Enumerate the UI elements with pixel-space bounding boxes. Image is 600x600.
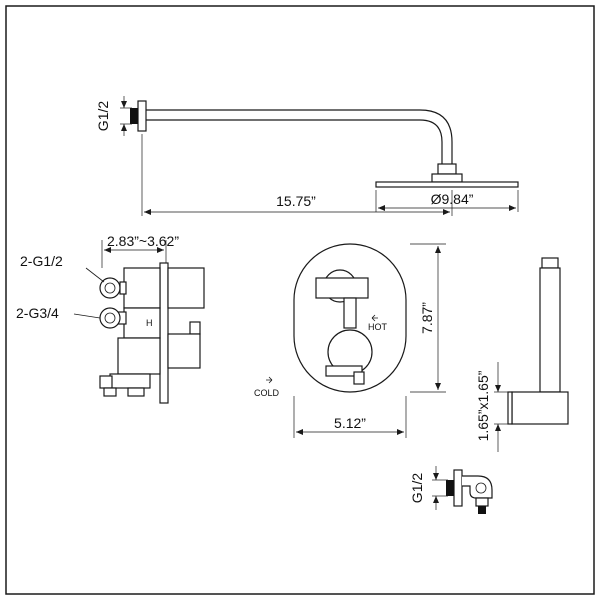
diverter-handle [315, 277, 369, 299]
wall-plate-side [159, 262, 169, 404]
handheld-body [539, 267, 561, 393]
shower-arm-outer [146, 109, 453, 165]
label-hot: HOT [368, 322, 388, 332]
wall-outlet: G1/2 [409, 466, 493, 514]
port-lower-icon [99, 307, 121, 329]
shower-head [375, 181, 519, 188]
wall-flange [137, 100, 147, 132]
dim-plate-width: 5.12” [334, 415, 366, 431]
shower-arm-inner [146, 119, 443, 165]
page-border [5, 5, 595, 595]
dim-inlet-bottom: G1/2 [409, 473, 425, 504]
dim-head-diameter: Ø9.84” [431, 191, 474, 207]
dim-plate-height: 7.87” [419, 302, 435, 334]
label-cold: COLD [254, 388, 280, 398]
valve-h-label: H [146, 318, 153, 328]
lower-cartridge [167, 333, 201, 369]
outlet-elbow [462, 475, 493, 499]
handheld-shower: 1.65”x1.65” [475, 257, 569, 452]
dim-handheld-size: 1.65”x1.65” [475, 370, 491, 441]
top-cartridge [167, 267, 205, 309]
threaded-inlet-bottom-icon [446, 480, 454, 496]
dim-valve-depth: 2.83”~3.62” [107, 233, 179, 249]
arm-connector [437, 163, 457, 175]
label-port-upper: 2-G1/2 [20, 253, 63, 269]
outlet-flange [453, 469, 463, 507]
head-collar [431, 173, 463, 183]
dim-arm-length: 15.75” [276, 193, 316, 209]
handheld-holder [511, 391, 569, 425]
trim-plate-front: HOT COLD 7.87” 5.12” [254, 243, 446, 438]
threaded-inlet-icon [130, 108, 138, 124]
dim-inlet-top: G1/2 [95, 101, 111, 132]
shower-arm-assembly: G1/2 15.75” Ø9.84” [95, 96, 519, 216]
label-port-lower: 2-G3/4 [16, 305, 59, 321]
valve-body: 2.83”~3.62” H 2-G1/2 2-G3/4 [16, 233, 205, 404]
